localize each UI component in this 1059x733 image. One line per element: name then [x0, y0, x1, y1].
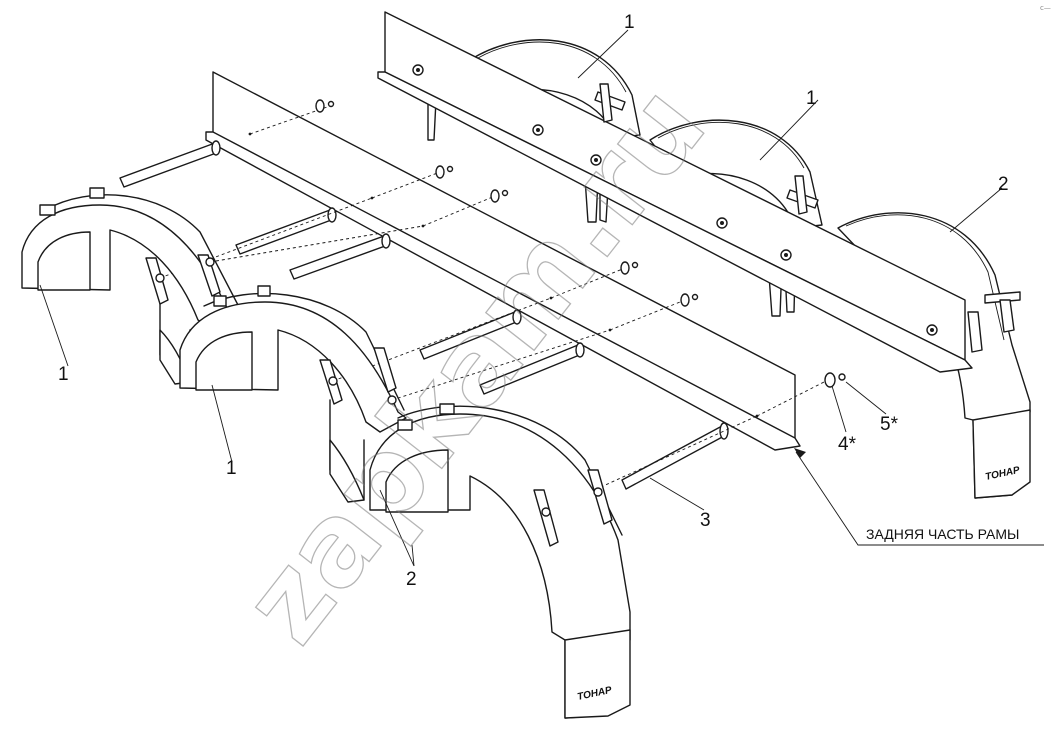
fender-front-1	[21, 187, 239, 385]
front-frame-assembly	[205, 71, 801, 451]
frame-flange-front	[205, 131, 801, 451]
nut-5	[838, 373, 846, 381]
callout-1-front-mid: 1	[226, 458, 237, 479]
rod-3	[289, 235, 389, 280]
callout-2-rear-last: 2	[998, 174, 1009, 195]
fender-rear-2	[649, 119, 823, 229]
callout-1-front-top: 1	[58, 364, 69, 385]
mudflap-front	[564, 629, 631, 719]
callout-1-rear-second: 1	[806, 88, 817, 109]
fender-front-2	[179, 285, 407, 503]
frame-flange-rear	[377, 71, 973, 373]
bolts-rear	[412, 64, 938, 336]
callout-1-rear-top: 1	[624, 12, 635, 33]
leader-lines	[39, 29, 1044, 567]
rod-1	[119, 142, 220, 188]
callout-5-nut: 5*	[880, 414, 899, 435]
rod-2	[235, 209, 335, 255]
rear-side-assembly: ТОНАР	[377, 11, 1031, 499]
callout-2-front-last: 2	[406, 569, 417, 590]
fasteners	[315, 99, 846, 388]
corner-mark: c—	[1040, 4, 1051, 12]
frame-rear-label: ЗАДНЯЯ ЧАСТЬ РАМЫ	[866, 526, 1019, 542]
mudflap-rear	[972, 409, 1031, 499]
callout-labels: 1 1 2 1 1 2 3 4* 5* ЗАДНЯЯ ЧАСТЬ РАМЫ	[58, 12, 1019, 590]
callout-3-rod: 3	[700, 510, 711, 531]
washer-4	[824, 372, 836, 388]
callout-4-washer: 4*	[838, 434, 857, 455]
rod-6	[621, 425, 727, 490]
fender-front-3: ТОНАР	[369, 403, 631, 719]
